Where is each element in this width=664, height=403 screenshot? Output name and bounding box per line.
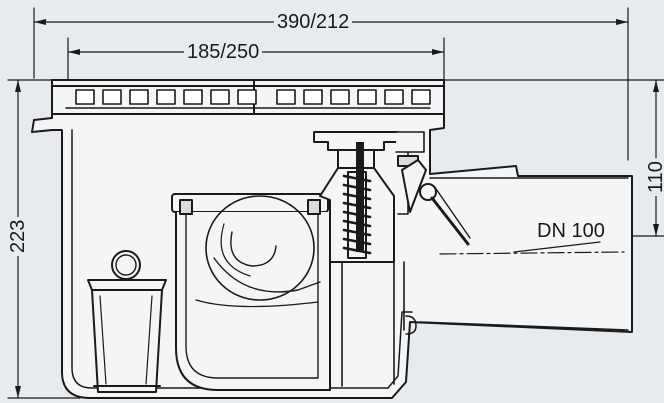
drain-grate (51, 79, 445, 115)
backflow-flap (401, 159, 471, 246)
odour-trap (171, 193, 331, 391)
grate-slot (237, 89, 257, 105)
grate-width-label: 185/250 (184, 41, 263, 63)
outlet-pipe (439, 241, 625, 255)
sediment-bucket (87, 250, 167, 393)
grate-slot (411, 89, 431, 105)
grate-slot (276, 89, 296, 105)
grate-slot (129, 89, 149, 105)
grate-slot (75, 89, 95, 105)
grate-slot (210, 89, 230, 105)
grate-slot (183, 89, 203, 105)
dimension-line-outlet-height (443, 79, 664, 237)
grate-slot (156, 89, 176, 105)
total-height-label: 223 (7, 216, 29, 256)
grate-slot (384, 89, 404, 105)
grate-slot (303, 89, 323, 105)
grate-slot (330, 89, 350, 105)
outlet-height-label: 110 (645, 158, 664, 196)
outlet-dn-label: DN 100 (537, 220, 605, 242)
grate-slot (102, 89, 122, 105)
overall-width-label: 390/212 (274, 11, 353, 33)
grate-slot (357, 89, 377, 105)
